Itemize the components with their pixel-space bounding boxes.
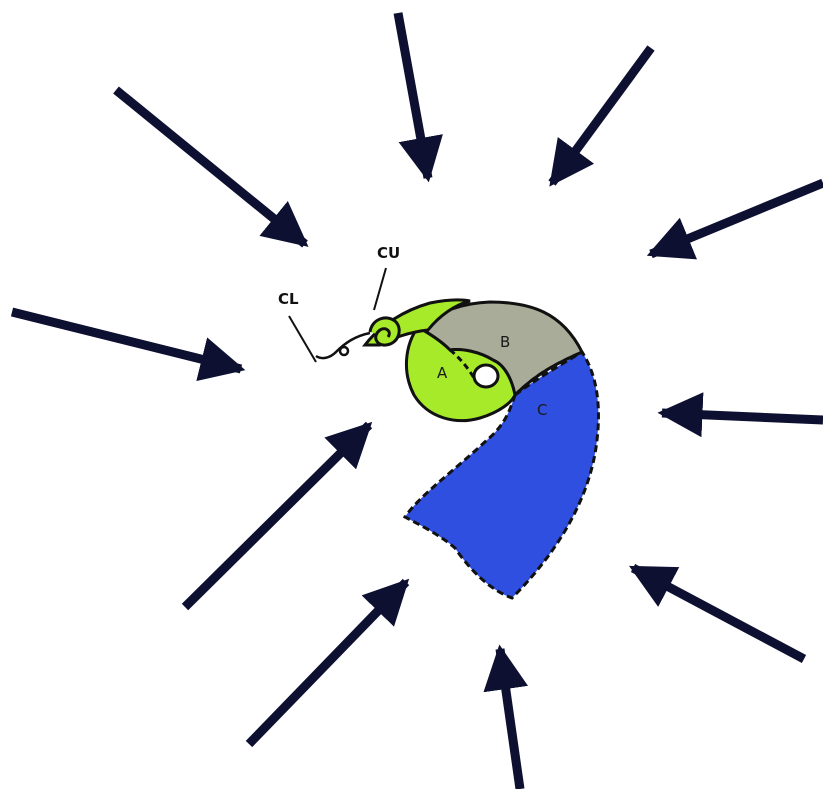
arrow-right-upper bbox=[651, 183, 823, 254]
arrow-bottom bbox=[500, 649, 520, 789]
arrow-top-right bbox=[552, 48, 651, 183]
spiral-inner-hole bbox=[474, 365, 498, 387]
arrow-left bbox=[12, 312, 241, 369]
leader-cu bbox=[374, 268, 386, 310]
label-cl: CL bbox=[278, 290, 299, 308]
arrow-bottom-left bbox=[249, 582, 406, 744]
tendril-cl bbox=[316, 333, 370, 358]
arrow-top-left bbox=[116, 90, 305, 244]
label-region-a: A bbox=[437, 364, 448, 382]
label-cu: CU bbox=[377, 244, 400, 262]
arrow-right bbox=[662, 413, 823, 420]
arrow-top bbox=[398, 13, 428, 178]
arrow-left-lower bbox=[185, 425, 369, 607]
label-region-b: B bbox=[500, 333, 510, 351]
arrow-bottom-right bbox=[633, 568, 804, 659]
label-region-c: C bbox=[537, 401, 547, 419]
leader-cl bbox=[289, 316, 316, 362]
